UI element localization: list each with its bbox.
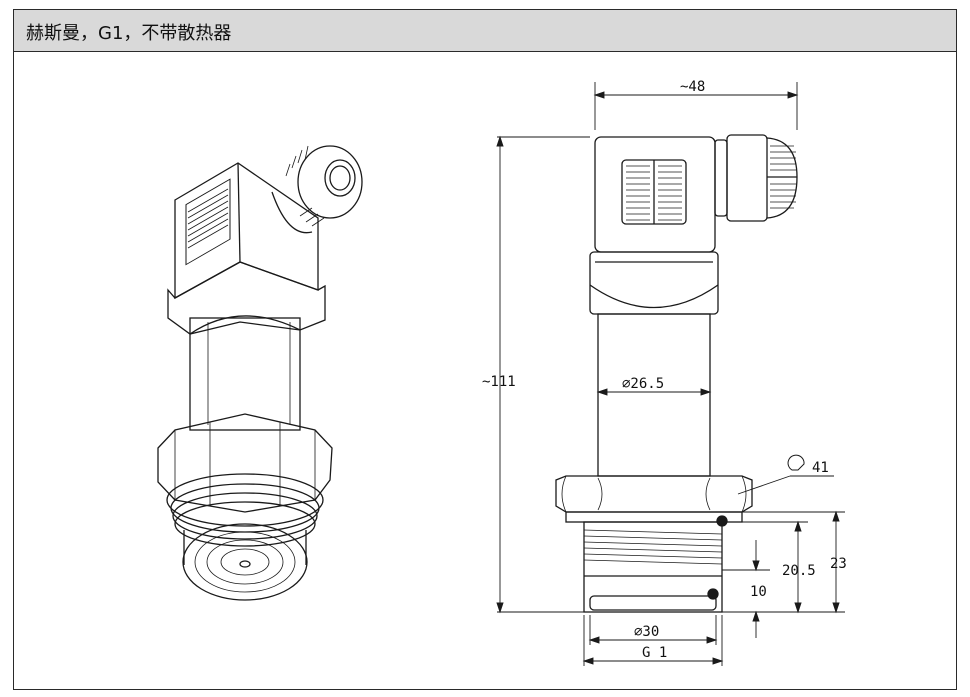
iso-body-tube — [189, 317, 301, 431]
iso-collar-curve — [189, 315, 301, 335]
iso-cable-gland — [297, 145, 363, 219]
iso-vent-lines — [187, 188, 229, 249]
iso-thread-top — [166, 473, 324, 527]
front-body-tube — [597, 313, 711, 477]
front-collar-curve — [589, 284, 719, 309]
dimension-labels: ~48 ~111 ∅26.5 41 20.5 23 10 ∅30 G 1 — [482, 79, 847, 661]
front-oring-section — [707, 588, 719, 600]
dim-height-label: ~111 — [482, 374, 516, 390]
dim-segment-label: 10 — [750, 584, 767, 600]
front-seal-ring — [565, 511, 743, 523]
dimension-lines — [496, 82, 845, 666]
iso-diaphragm — [182, 523, 308, 601]
dim-thread-label: G 1 — [642, 645, 667, 661]
iso-gland-opening — [324, 159, 356, 197]
figure-frame: 赫斯曼，G1，不带散热器 — [13, 9, 957, 690]
iso-thread-2 — [172, 492, 318, 540]
dim-wrench-label: 41 — [812, 460, 829, 476]
dim-body-diameter-label: ∅26.5 — [622, 376, 664, 392]
front-collar — [589, 251, 719, 315]
front-gland-nut — [726, 134, 768, 222]
front-thread-lines — [583, 529, 723, 565]
front-view — [555, 134, 798, 613]
iso-box-edge — [237, 162, 241, 263]
iso-vent-grille — [185, 178, 231, 266]
iso-collar — [167, 261, 326, 335]
iso-knurl-lines — [285, 145, 325, 227]
dim-thread-height-label: 20.5 — [782, 563, 816, 579]
front-gland-cap — [766, 137, 798, 219]
iso-gland-inner — [329, 165, 351, 191]
dim-bottom-label: 23 — [830, 556, 847, 572]
iso-diaphragm-ring-1 — [194, 531, 296, 593]
front-vent-lines — [626, 165, 682, 221]
iso-hex-nut — [157, 413, 333, 513]
front-connector-box — [594, 136, 716, 253]
iso-diaphragm-center — [239, 560, 251, 568]
front-hex-faces — [561, 475, 747, 513]
front-oring — [589, 595, 717, 611]
figure-title: 赫斯曼，G1，不带散热器 — [26, 23, 232, 44]
front-gland-knurl — [770, 145, 796, 209]
iso-gland-knurl — [271, 191, 313, 234]
iso-thread-1 — [170, 483, 320, 533]
isometric-view — [157, 145, 363, 601]
iso-thread-3 — [174, 501, 316, 547]
iso-diaphragm-ring-2 — [206, 539, 284, 585]
front-hex-nut — [555, 475, 753, 513]
title-bar: 赫斯曼，G1，不带散热器 — [14, 10, 956, 52]
dim-width-label: ~48 — [680, 79, 705, 95]
front-thread-body — [583, 521, 723, 613]
front-seal-section — [716, 515, 728, 527]
front-gland-base — [714, 139, 728, 217]
iso-diaphragm-ring-3 — [220, 548, 270, 576]
dim-thread-diameter-label: ∅30 — [634, 624, 659, 640]
iso-hex-faces — [174, 422, 316, 505]
